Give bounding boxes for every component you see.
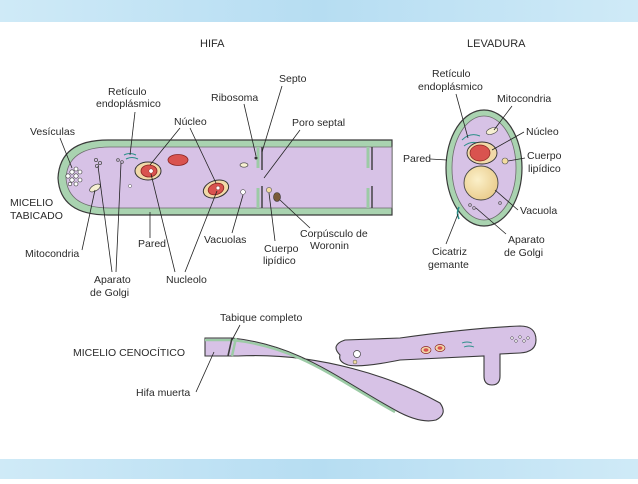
nucleo-levadura bbox=[466, 141, 498, 165]
leader-cicatriz bbox=[445, 213, 459, 245]
leader-nucleolo bbox=[150, 173, 218, 273]
tabique-completo-wall bbox=[230, 337, 238, 357]
label-mitocondria-hifa: Mitocondria bbox=[25, 248, 79, 260]
label-mitocondria-levadura: Mitocondria bbox=[497, 93, 551, 105]
label-cicatriz: Cicatriz gemante bbox=[428, 246, 470, 271]
label-tabique-completo: Tabique completo bbox=[220, 312, 302, 324]
top-band bbox=[0, 0, 638, 22]
label-pared-hifa: Pared bbox=[138, 238, 166, 250]
label-cuerpo-lipidico-hifa: Cuerpo lipídico bbox=[263, 243, 301, 267]
nucleo-hifa-3 bbox=[202, 179, 230, 199]
cenocitico-organelas bbox=[352, 335, 530, 365]
nucleo-hifa-2 bbox=[167, 154, 189, 166]
cuerpo-lipidico-levadura bbox=[501, 157, 509, 165]
leader-golgi-levadura bbox=[475, 207, 507, 235]
corpusculo-woronin bbox=[273, 192, 281, 202]
leader-cuerpo-lipidico-hifa bbox=[268, 192, 276, 242]
micelio-cenocitico bbox=[204, 325, 537, 422]
leader-ribosoma bbox=[243, 103, 257, 157]
label-micelio-tabicado: MICELIO TABICADO bbox=[10, 197, 63, 222]
vacuola-levadura bbox=[463, 165, 499, 201]
vacuola-hifa bbox=[240, 189, 246, 195]
bottom-band bbox=[0, 459, 638, 479]
leader-hifa-muerta bbox=[195, 351, 215, 393]
vesicula-hifa-2 bbox=[128, 184, 132, 188]
label-golgi-levadura: Aparato de Golgi bbox=[504, 234, 548, 259]
title-levadura: LEVADURA bbox=[467, 38, 526, 50]
leader-cuerpo-lipidico-levadura bbox=[507, 157, 526, 162]
ribosoma-hifa bbox=[254, 156, 258, 160]
golgi-levadura bbox=[468, 201, 502, 210]
leader-septo bbox=[261, 85, 283, 153]
leader-mitocondria-levadura bbox=[493, 105, 513, 131]
mitocondria-hifa-2 bbox=[239, 162, 249, 168]
cicatriz-levadura bbox=[456, 206, 460, 220]
label-golgi-hifa: Aparato de Golgi bbox=[90, 274, 134, 299]
title-hifa: HIFA bbox=[200, 38, 225, 50]
leader-vesiculas bbox=[59, 137, 73, 169]
label-reticulo-levadura: Retículo endoplásmico bbox=[418, 68, 483, 93]
label-micelio-cenocitico: MICELIO CENOCÍTICO bbox=[73, 346, 185, 359]
leader-nucleo-hifa bbox=[149, 127, 217, 184]
leader-reticulo-levadura bbox=[455, 93, 469, 139]
cenocitico-hifa-ramificada bbox=[335, 325, 537, 386]
leader-poro-septal bbox=[263, 129, 301, 179]
leader-corpusculo bbox=[279, 199, 311, 229]
label-cuerpo-lipidico-levadura: Cuerpo lipídico bbox=[527, 150, 564, 175]
hifa-tabicada bbox=[57, 139, 393, 216]
leader-golgi-hifa bbox=[97, 162, 122, 273]
label-nucleo-hifa: Núcleo bbox=[174, 116, 207, 128]
leader-tabique-completo bbox=[231, 324, 241, 341]
label-septo: Septo bbox=[279, 73, 307, 85]
cenocitico-pared bbox=[205, 338, 396, 414]
leader-reticulo-hifa bbox=[129, 111, 136, 156]
label-vacuolas: Vacuolas bbox=[204, 234, 246, 246]
levadura-cell bbox=[445, 109, 523, 227]
label-pared-levadura: Pared bbox=[403, 153, 431, 165]
label-nucleo-levadura: Núcleo bbox=[526, 126, 559, 138]
hifa-cytoplasm bbox=[65, 146, 393, 209]
label-nucleolo: Nucleolo bbox=[166, 274, 207, 286]
label-vesiculas: Vesículas bbox=[30, 126, 75, 138]
leader-mitocondria-hifa bbox=[81, 189, 96, 251]
leader-vacuolas bbox=[231, 194, 244, 234]
tabique-completo bbox=[227, 337, 233, 357]
cenocitico-hifa-larga bbox=[204, 337, 444, 422]
golgi-hifa bbox=[94, 157, 124, 168]
vesiculas bbox=[65, 166, 83, 187]
label-corpusculo: Corpúsculo de Woronin bbox=[300, 228, 371, 252]
label-hifa-muerta: Hifa muerta bbox=[136, 387, 190, 399]
cuerpo-lipidico-hifa bbox=[266, 187, 272, 193]
label-ribosoma: Ribosoma bbox=[211, 92, 258, 104]
label-reticulo-hifa: Retículo endoplásmico bbox=[96, 86, 161, 110]
leader-vacuola-levadura bbox=[494, 189, 519, 211]
leader-pared-levadura bbox=[429, 158, 448, 161]
leader-nucleo-levadura bbox=[491, 131, 525, 151]
nucleo-hifa-1 bbox=[134, 161, 162, 181]
label-poro-septal: Poro septal bbox=[292, 117, 345, 129]
label-vacuola-levadura: Vacuola bbox=[520, 205, 557, 217]
